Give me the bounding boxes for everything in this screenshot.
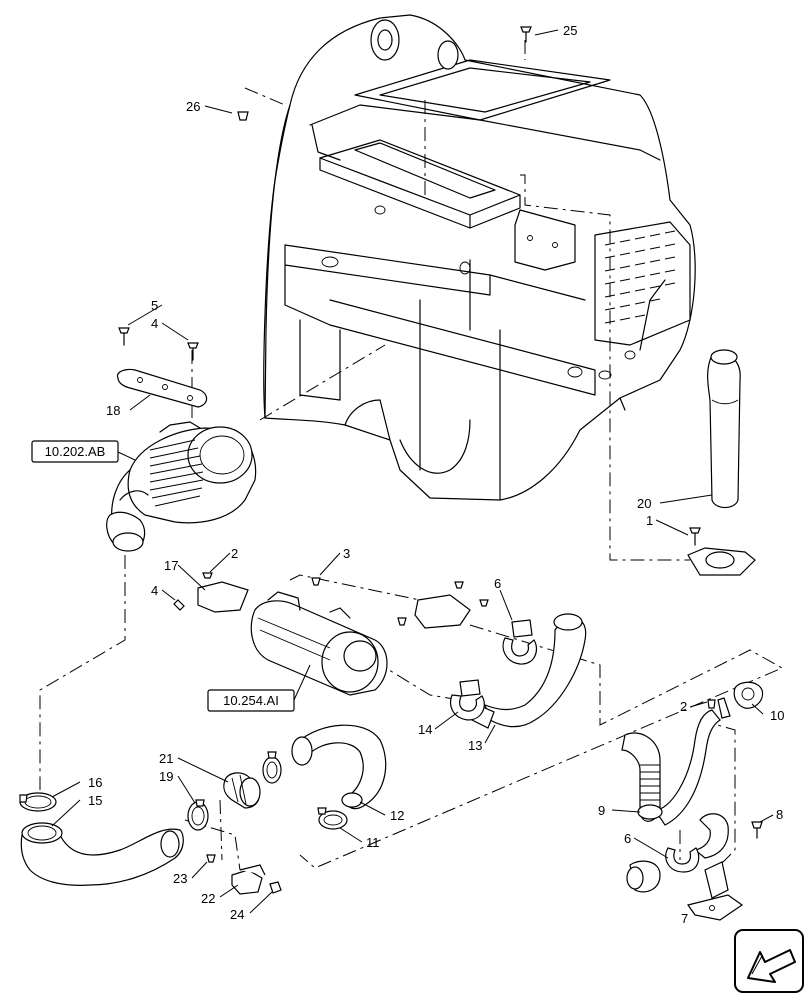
flex-pipe-9 <box>621 709 721 826</box>
callout-25: 25 <box>563 23 577 38</box>
fastener-23 <box>206 854 216 863</box>
callout-26: 26 <box>186 99 200 114</box>
clamp-11 <box>317 807 348 830</box>
flange-gasket <box>687 527 756 576</box>
mounting-plate-18 <box>116 327 208 408</box>
callout-22: 22 <box>201 891 215 906</box>
intake-hose-15 <box>20 822 184 886</box>
callout-6: 6 <box>624 831 631 846</box>
grille-slots <box>604 230 676 324</box>
bracket-22 <box>231 864 266 895</box>
bracket-17 <box>173 572 249 613</box>
callout-15: 15 <box>88 793 102 808</box>
callout-16: 16 <box>88 775 102 790</box>
callout-11: 11 <box>366 835 380 850</box>
callout-19: 19 <box>159 769 173 784</box>
engine-compartment-frame <box>263 14 696 501</box>
u-pipe-12 <box>291 724 387 810</box>
callout-5: 5 <box>151 298 158 313</box>
clamp-14 <box>449 679 485 721</box>
clamp-19 <box>187 799 209 831</box>
clamp-12 <box>262 751 282 784</box>
bolt-8 <box>751 821 763 839</box>
callout-23: 23 <box>173 871 187 886</box>
air-cleaner-assembly <box>106 421 257 552</box>
callout-4: 4 <box>151 316 158 331</box>
callout-4: 4 <box>151 583 158 598</box>
reference-box <box>207 689 295 712</box>
callout-2: 2 <box>231 546 238 561</box>
callout-13: 13 <box>468 738 482 753</box>
reference-label: 10.254.AI <box>223 693 279 708</box>
callout-8: 8 <box>776 807 783 822</box>
callout-7: 7 <box>681 911 688 926</box>
bracket-7 <box>687 861 744 921</box>
reference-label: 10.202.AB <box>45 444 106 459</box>
clamp-6-lower <box>665 847 700 873</box>
callout-numbers: 25 26 5 4 18 20 1 2 3 17 4 6 14 13 2 10 … <box>88 23 784 926</box>
callout-21: 21 <box>159 751 173 766</box>
nut-24 <box>269 881 282 894</box>
callout-2: 2 <box>680 699 687 714</box>
fastener-25 <box>520 26 532 43</box>
reference-air-cleaner[interactable]: 10.202.AB <box>31 440 136 463</box>
coupler-21 <box>223 772 261 809</box>
fastener-26 <box>237 111 249 121</box>
callout-6: 6 <box>494 576 501 591</box>
callout-17: 17 <box>164 558 178 573</box>
fastener-3 <box>311 577 321 586</box>
callout-9: 9 <box>598 803 605 818</box>
exhaust-stack-20 <box>707 349 741 509</box>
callout-18: 18 <box>106 403 120 418</box>
elbow-pipe-lower <box>626 813 729 893</box>
clamp-6-upper <box>502 619 538 665</box>
callout-3: 3 <box>343 546 350 561</box>
leader-lines <box>51 29 774 914</box>
callout-14: 14 <box>418 722 432 737</box>
callout-20: 20 <box>637 496 651 511</box>
reference-muffler[interactable]: 10.254.AI <box>207 664 311 712</box>
reference-box <box>31 440 119 463</box>
hose-clamp-16 <box>19 792 57 812</box>
hinge-boss-right <box>437 40 459 70</box>
navigation-arrow-icon[interactable] <box>734 929 804 993</box>
callout-12: 12 <box>390 808 404 823</box>
hanger-bracket <box>397 581 489 629</box>
gasket-10 <box>707 681 764 719</box>
callout-1: 1 <box>646 513 653 528</box>
callout-24: 24 <box>230 907 244 922</box>
muffler-assembly <box>250 591 388 696</box>
callout-10: 10 <box>770 708 784 723</box>
assembly-lines <box>39 40 784 871</box>
